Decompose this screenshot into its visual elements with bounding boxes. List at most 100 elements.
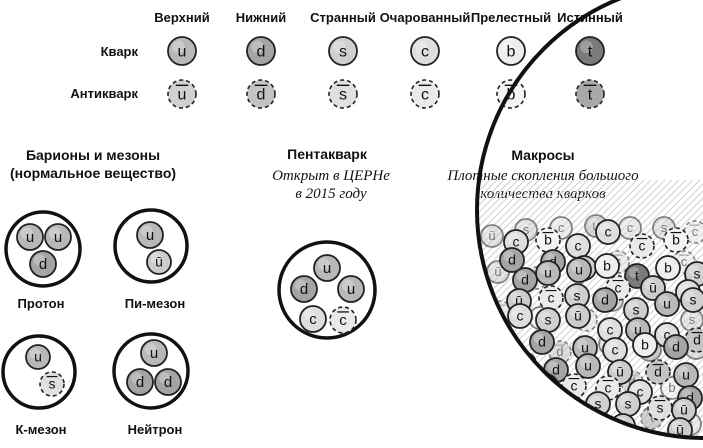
c-quark: c bbox=[597, 317, 623, 343]
pion-label: Пи-мезон bbox=[125, 296, 185, 311]
quark-letter: s bbox=[690, 292, 697, 308]
quark-ball bbox=[536, 408, 560, 432]
s-quark: s bbox=[564, 283, 590, 309]
quark-letter: d bbox=[508, 252, 516, 268]
quark-highlight bbox=[667, 338, 679, 349]
quark-letter: c bbox=[339, 312, 347, 329]
quark-letter: ū bbox=[616, 364, 624, 380]
quark-ball bbox=[140, 339, 168, 367]
quark-letter: ū bbox=[488, 228, 495, 243]
quark-highlight bbox=[33, 254, 46, 266]
quark-letter: s bbox=[657, 400, 664, 416]
quark-highlight bbox=[619, 395, 631, 406]
quark-letter: d bbox=[654, 364, 662, 380]
quark-highlight bbox=[684, 291, 696, 302]
quark-ball bbox=[25, 344, 51, 370]
anti-c-quark: c bbox=[538, 285, 564, 311]
quark-ball bbox=[328, 79, 358, 109]
quark-letter: c bbox=[309, 311, 317, 328]
quark-letter: d bbox=[257, 86, 266, 103]
quark-ball bbox=[246, 36, 276, 66]
b-quark: b bbox=[655, 255, 681, 281]
quark-letter: d bbox=[628, 374, 635, 389]
quark-letter: b bbox=[668, 380, 675, 395]
macro-line2: количества кварков bbox=[480, 186, 606, 202]
quark-ball bbox=[39, 371, 65, 397]
u-quark: u bbox=[535, 260, 561, 286]
u-quark: u bbox=[44, 223, 72, 251]
quark-letter: b bbox=[603, 258, 611, 274]
quark-highlight bbox=[547, 361, 559, 372]
quark-letter: s bbox=[633, 302, 640, 318]
quark-letter: c bbox=[517, 308, 524, 324]
pentaquark-line2: в 2015 году bbox=[295, 186, 367, 202]
quark-letter: ū bbox=[676, 422, 684, 438]
quark-letter: s bbox=[694, 266, 701, 282]
quark-highlight bbox=[150, 253, 162, 264]
quark-letter: t bbox=[588, 86, 593, 103]
quark-highlight bbox=[627, 301, 639, 312]
quark-highlight bbox=[317, 258, 330, 270]
quark-letter: b bbox=[641, 337, 649, 353]
u-quark: u bbox=[140, 339, 168, 367]
s-quark: s bbox=[623, 297, 649, 323]
quark-highlight bbox=[570, 261, 582, 272]
quark-ball bbox=[567, 407, 593, 433]
anti-s-quark: s bbox=[328, 79, 358, 109]
anti-s-quark: s bbox=[39, 371, 65, 397]
quark-ball bbox=[290, 275, 318, 303]
anti-c-quark: c bbox=[629, 233, 655, 259]
quark-letter: c bbox=[612, 342, 619, 358]
quark-letter: s bbox=[545, 312, 552, 328]
quark-letter: u bbox=[150, 345, 158, 362]
quark-letter: d bbox=[693, 332, 701, 348]
quark-letter: c bbox=[627, 220, 634, 235]
quark-letter: c bbox=[548, 290, 555, 306]
quark-letter: u bbox=[178, 43, 187, 60]
quark-letter: ū bbox=[680, 402, 688, 418]
u-quark: u bbox=[566, 257, 592, 283]
quark-highlight bbox=[539, 264, 551, 275]
quark-highlight bbox=[579, 357, 591, 368]
quark-highlight bbox=[631, 383, 643, 394]
quark-highlight bbox=[606, 341, 618, 352]
flavor-header-top: Истинный bbox=[557, 10, 623, 25]
quark-letter: d bbox=[257, 43, 266, 60]
quark-letter: u bbox=[682, 367, 690, 383]
quark-ball bbox=[496, 36, 526, 66]
quark-letter: c bbox=[664, 327, 671, 343]
quark-letter: s bbox=[689, 312, 696, 327]
anti-c-quark: c bbox=[410, 79, 440, 109]
u-quark: u bbox=[167, 36, 197, 66]
s-quark: s bbox=[615, 391, 641, 417]
quark-highlight bbox=[671, 421, 683, 432]
c-quark: c bbox=[507, 303, 533, 329]
d-quark: d bbox=[529, 329, 555, 355]
quark-letter: u bbox=[323, 260, 331, 277]
quark-highlight bbox=[598, 257, 610, 268]
s-quark: s bbox=[533, 373, 559, 399]
quark-highlight bbox=[415, 40, 428, 54]
s-quark: s bbox=[535, 307, 561, 333]
quark-ball bbox=[575, 79, 605, 109]
quark-letter: ū bbox=[155, 254, 163, 270]
anti-u-quark: u bbox=[167, 79, 197, 109]
quark-letter: d bbox=[672, 339, 680, 355]
hatch-line bbox=[477, 179, 540, 438]
quark-letter: c bbox=[607, 322, 614, 338]
quark-highlight bbox=[681, 389, 693, 400]
quark-highlight bbox=[540, 411, 551, 422]
quark-highlight bbox=[251, 40, 264, 54]
quark-highlight bbox=[504, 341, 515, 352]
quark-letter: u bbox=[544, 265, 552, 281]
quark-letter: c bbox=[571, 378, 578, 394]
quark-ball bbox=[511, 351, 537, 377]
quark-letter: c bbox=[513, 234, 520, 250]
c-quark: c bbox=[410, 36, 440, 66]
d-quark: d bbox=[592, 287, 618, 313]
macro-title: Макросы bbox=[511, 147, 574, 163]
quark-letter: s bbox=[339, 43, 347, 60]
